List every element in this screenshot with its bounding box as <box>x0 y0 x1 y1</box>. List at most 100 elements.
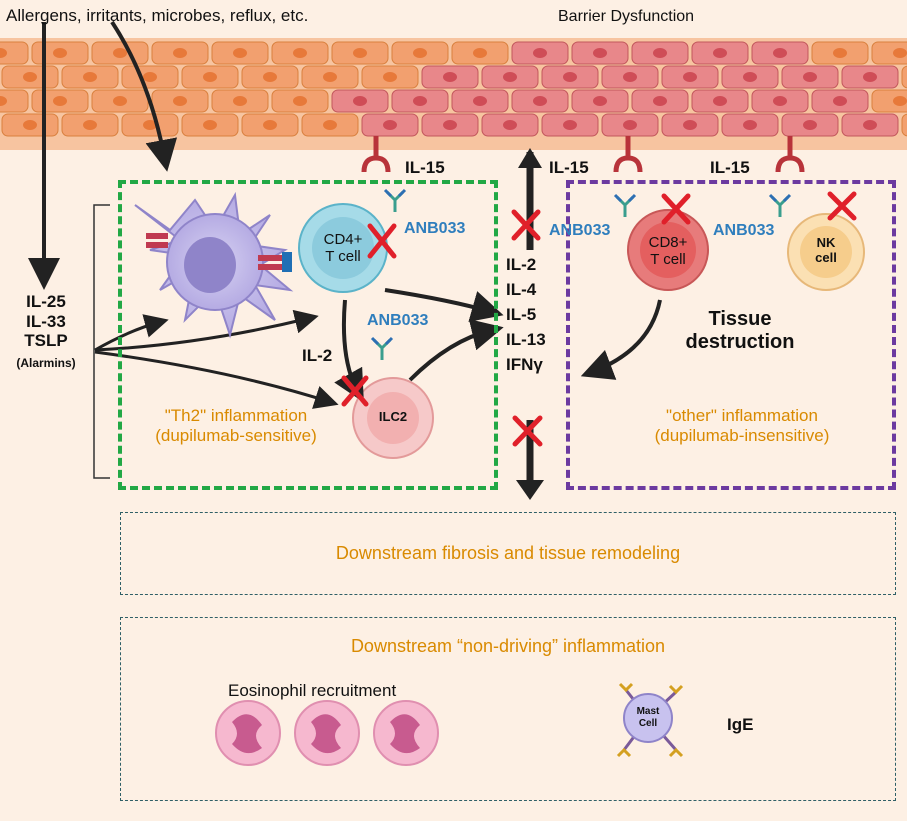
epithelial-nucleus <box>893 48 907 58</box>
cytokine-il2: IL-2 <box>506 255 537 274</box>
epithelial-nucleus <box>173 48 187 58</box>
fibrosis-label: Downstream fibrosis and tissue remodelin… <box>335 543 681 563</box>
antibody-icons <box>370 188 792 360</box>
epithelial-nucleus <box>413 96 427 106</box>
mast-cell <box>616 682 684 758</box>
epithelial-nucleus <box>53 48 67 58</box>
epithelial-nucleus <box>683 72 697 82</box>
epithelial-nucleus <box>833 48 847 58</box>
epithelial-nucleus <box>143 72 157 82</box>
triggers-label: Allergens, irritants, microbes, reflux, … <box>6 6 309 25</box>
epithelial-nucleus <box>593 48 607 58</box>
epithelial-nucleus <box>803 120 817 130</box>
cd4-t-cell <box>298 203 388 293</box>
nk-cell <box>787 213 865 291</box>
il15-receptor-middle <box>613 136 643 173</box>
epithelial-nucleus <box>353 48 367 58</box>
mast-label-line1: Mast <box>636 706 660 717</box>
other-caption-line2: (dupilumab-insensitive) <box>654 425 830 445</box>
cytokine-il13: IL-13 <box>506 330 546 349</box>
epithelial-nucleus <box>83 120 97 130</box>
trigger-arrows <box>28 20 178 290</box>
epithelial-nucleus <box>833 96 847 106</box>
epithelial-nucleus <box>143 120 157 130</box>
cd4-label-line1: CD4+ <box>323 231 363 248</box>
epithelial-nucleus <box>113 48 127 58</box>
block-mark-cd8 <box>661 193 691 225</box>
alarmins-note: (Alarmins) <box>16 355 76 370</box>
tissue-line1: Tissue <box>708 308 772 330</box>
eosinophil-label: Eosinophil recruitment <box>228 681 397 700</box>
cd4-label-line2: T cell <box>325 248 361 266</box>
epithelial-nucleus <box>773 48 787 58</box>
pathway-arrows <box>334 288 662 403</box>
nk-label: NK cell <box>796 235 856 266</box>
il15-label-middle: IL-15 <box>549 158 589 177</box>
epithelial-nucleus <box>53 96 67 106</box>
epithelial-nucleus <box>413 48 427 58</box>
tissue-destruction-label: Tissue destruction <box>660 308 820 354</box>
epithelial-nucleus <box>713 96 727 106</box>
epithelial-nucleus <box>383 72 397 82</box>
epithelial-cell <box>901 113 907 137</box>
nk-label-line1: NK <box>816 235 836 250</box>
cd8-label-line2: T cell <box>650 251 686 269</box>
epithelial-nucleus <box>203 72 217 82</box>
anb033-label-ilc2: ANB033 <box>367 312 429 329</box>
epithelial-nucleus <box>443 120 457 130</box>
epithelial-nucleus <box>263 120 277 130</box>
eosinophil-cell <box>294 700 360 766</box>
epithelial-nucleus <box>533 96 547 106</box>
mast-label-line2: Cell <box>638 717 658 729</box>
epithelial-nucleus <box>23 120 37 130</box>
epithelial-nucleus <box>0 48 7 58</box>
epithelial-nucleus <box>893 96 907 106</box>
block-mark-ilc2 <box>341 375 369 407</box>
il2-signal-label: IL-2 <box>302 346 333 365</box>
other-box-caption: "other" inflammation (dupilumab-insensit… <box>612 406 872 445</box>
cytokine-il5: IL-5 <box>506 305 537 324</box>
epithelial-nucleus <box>713 48 727 58</box>
epithelial-nucleus <box>23 72 37 82</box>
epithelial-cell <box>0 41 29 65</box>
epithelial-nucleus <box>233 96 247 106</box>
cd8-label: CD8+ T cell <box>638 234 698 269</box>
alarmin-bracket <box>93 204 110 479</box>
cd8-label-line1: CD8+ <box>648 234 688 251</box>
ilc2-label: ILC2 <box>378 409 408 424</box>
epithelial-nucleus <box>443 72 457 82</box>
eosinophil-cell <box>215 700 281 766</box>
cd8-t-cell <box>627 209 709 291</box>
epithelial-nucleus <box>473 48 487 58</box>
epithelial-nucleus <box>83 72 97 82</box>
epithelial-nucleus <box>113 96 127 106</box>
epithelial-nucleus <box>323 72 337 82</box>
epithelial-nucleus <box>653 96 667 106</box>
epithelial-cell <box>0 89 29 113</box>
il15-label-left: IL-15 <box>405 158 445 177</box>
epithelial-nucleus <box>533 48 547 58</box>
epithelial-nucleus <box>293 96 307 106</box>
th2-caption-line1: "Th2" inflammation <box>164 406 308 425</box>
cytokine-ifng: IFNγ <box>506 355 543 374</box>
fibrosis-box <box>120 512 896 595</box>
block-mark-cd4 <box>367 223 397 259</box>
epithelial-nucleus <box>503 72 517 82</box>
epithelial-nucleus <box>293 48 307 58</box>
epithelial-nucleus <box>863 72 877 82</box>
epithelial-nucleus <box>503 120 517 130</box>
epithelial-nucleus <box>0 96 7 106</box>
mast-cell-label: Mast Cell <box>624 706 672 729</box>
nondriving-label: Downstream “non-driving” inflammation <box>350 636 666 656</box>
epithelial-nucleus <box>593 96 607 106</box>
eosinophils <box>215 700 439 766</box>
alarmin-tslp: TSLP <box>24 331 68 351</box>
epithelial-nucleus <box>203 120 217 130</box>
epithelial-nucleus <box>623 72 637 82</box>
epithelial-cell <box>901 65 907 89</box>
il15-receptor-left <box>361 136 391 173</box>
epithelial-nucleus <box>743 72 757 82</box>
epithelial-cell <box>871 89 907 113</box>
epithelial-nucleus <box>683 120 697 130</box>
